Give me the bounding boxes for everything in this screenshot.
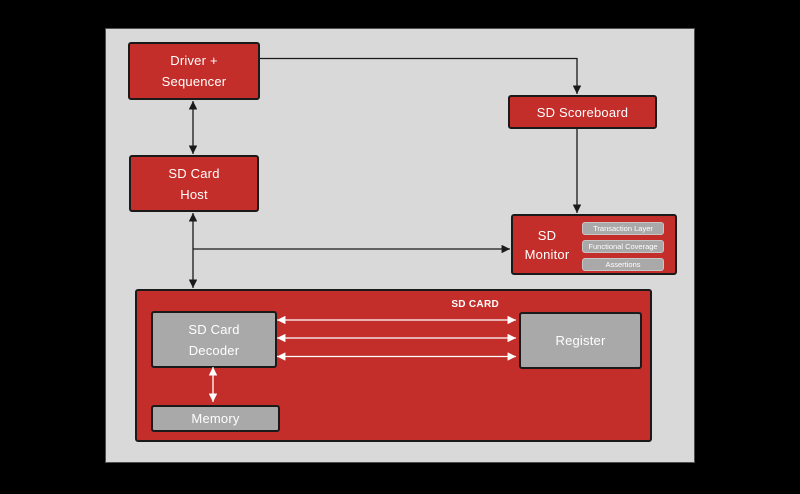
- sd-card-title: SD CARD: [451, 299, 499, 310]
- sd-card-host-label-line2: Host: [180, 186, 208, 202]
- sd-monitor-label-line2: Monitor: [524, 246, 570, 262]
- sd-monitor-label-line1: SD: [537, 227, 557, 243]
- subblock-transaction-layer: Transaction Layer: [582, 222, 664, 235]
- sd-monitor-label: SD Monitor: [515, 216, 579, 273]
- driver-sequencer-label-line2: Sequencer: [161, 74, 227, 89]
- subblock-assertions: Assertions: [582, 258, 664, 271]
- block-sd-card: SD CARD SD Card Decoder Register Memory: [135, 289, 652, 442]
- block-sd-scoreboard: SD Scoreboard: [508, 95, 657, 129]
- memory-label: Memory: [191, 410, 240, 426]
- block-sd-card-host: SD Card Host: [129, 155, 259, 212]
- block-register: Register: [519, 312, 642, 369]
- driver-sequencer-label-line1: Driver +: [170, 53, 218, 68]
- sd-scoreboard-label: SD Scoreboard: [536, 104, 629, 120]
- register-label: Register: [555, 333, 606, 348]
- block-memory: Memory: [151, 405, 280, 432]
- block-sd-card-decoder: SD Card Decoder: [151, 311, 277, 368]
- sd-card-host-label-line1: SD Card: [168, 165, 220, 181]
- sd-card-decoder-label-line1: SD Card: [188, 321, 240, 337]
- block-sd-monitor: SD Monitor Transaction Layer Functional …: [511, 214, 677, 275]
- block-driver-sequencer: Driver + Sequencer: [128, 42, 260, 100]
- subblock-functional-coverage: Functional Coverage: [582, 240, 664, 253]
- sd-card-decoder-label-line2: Decoder: [188, 342, 240, 358]
